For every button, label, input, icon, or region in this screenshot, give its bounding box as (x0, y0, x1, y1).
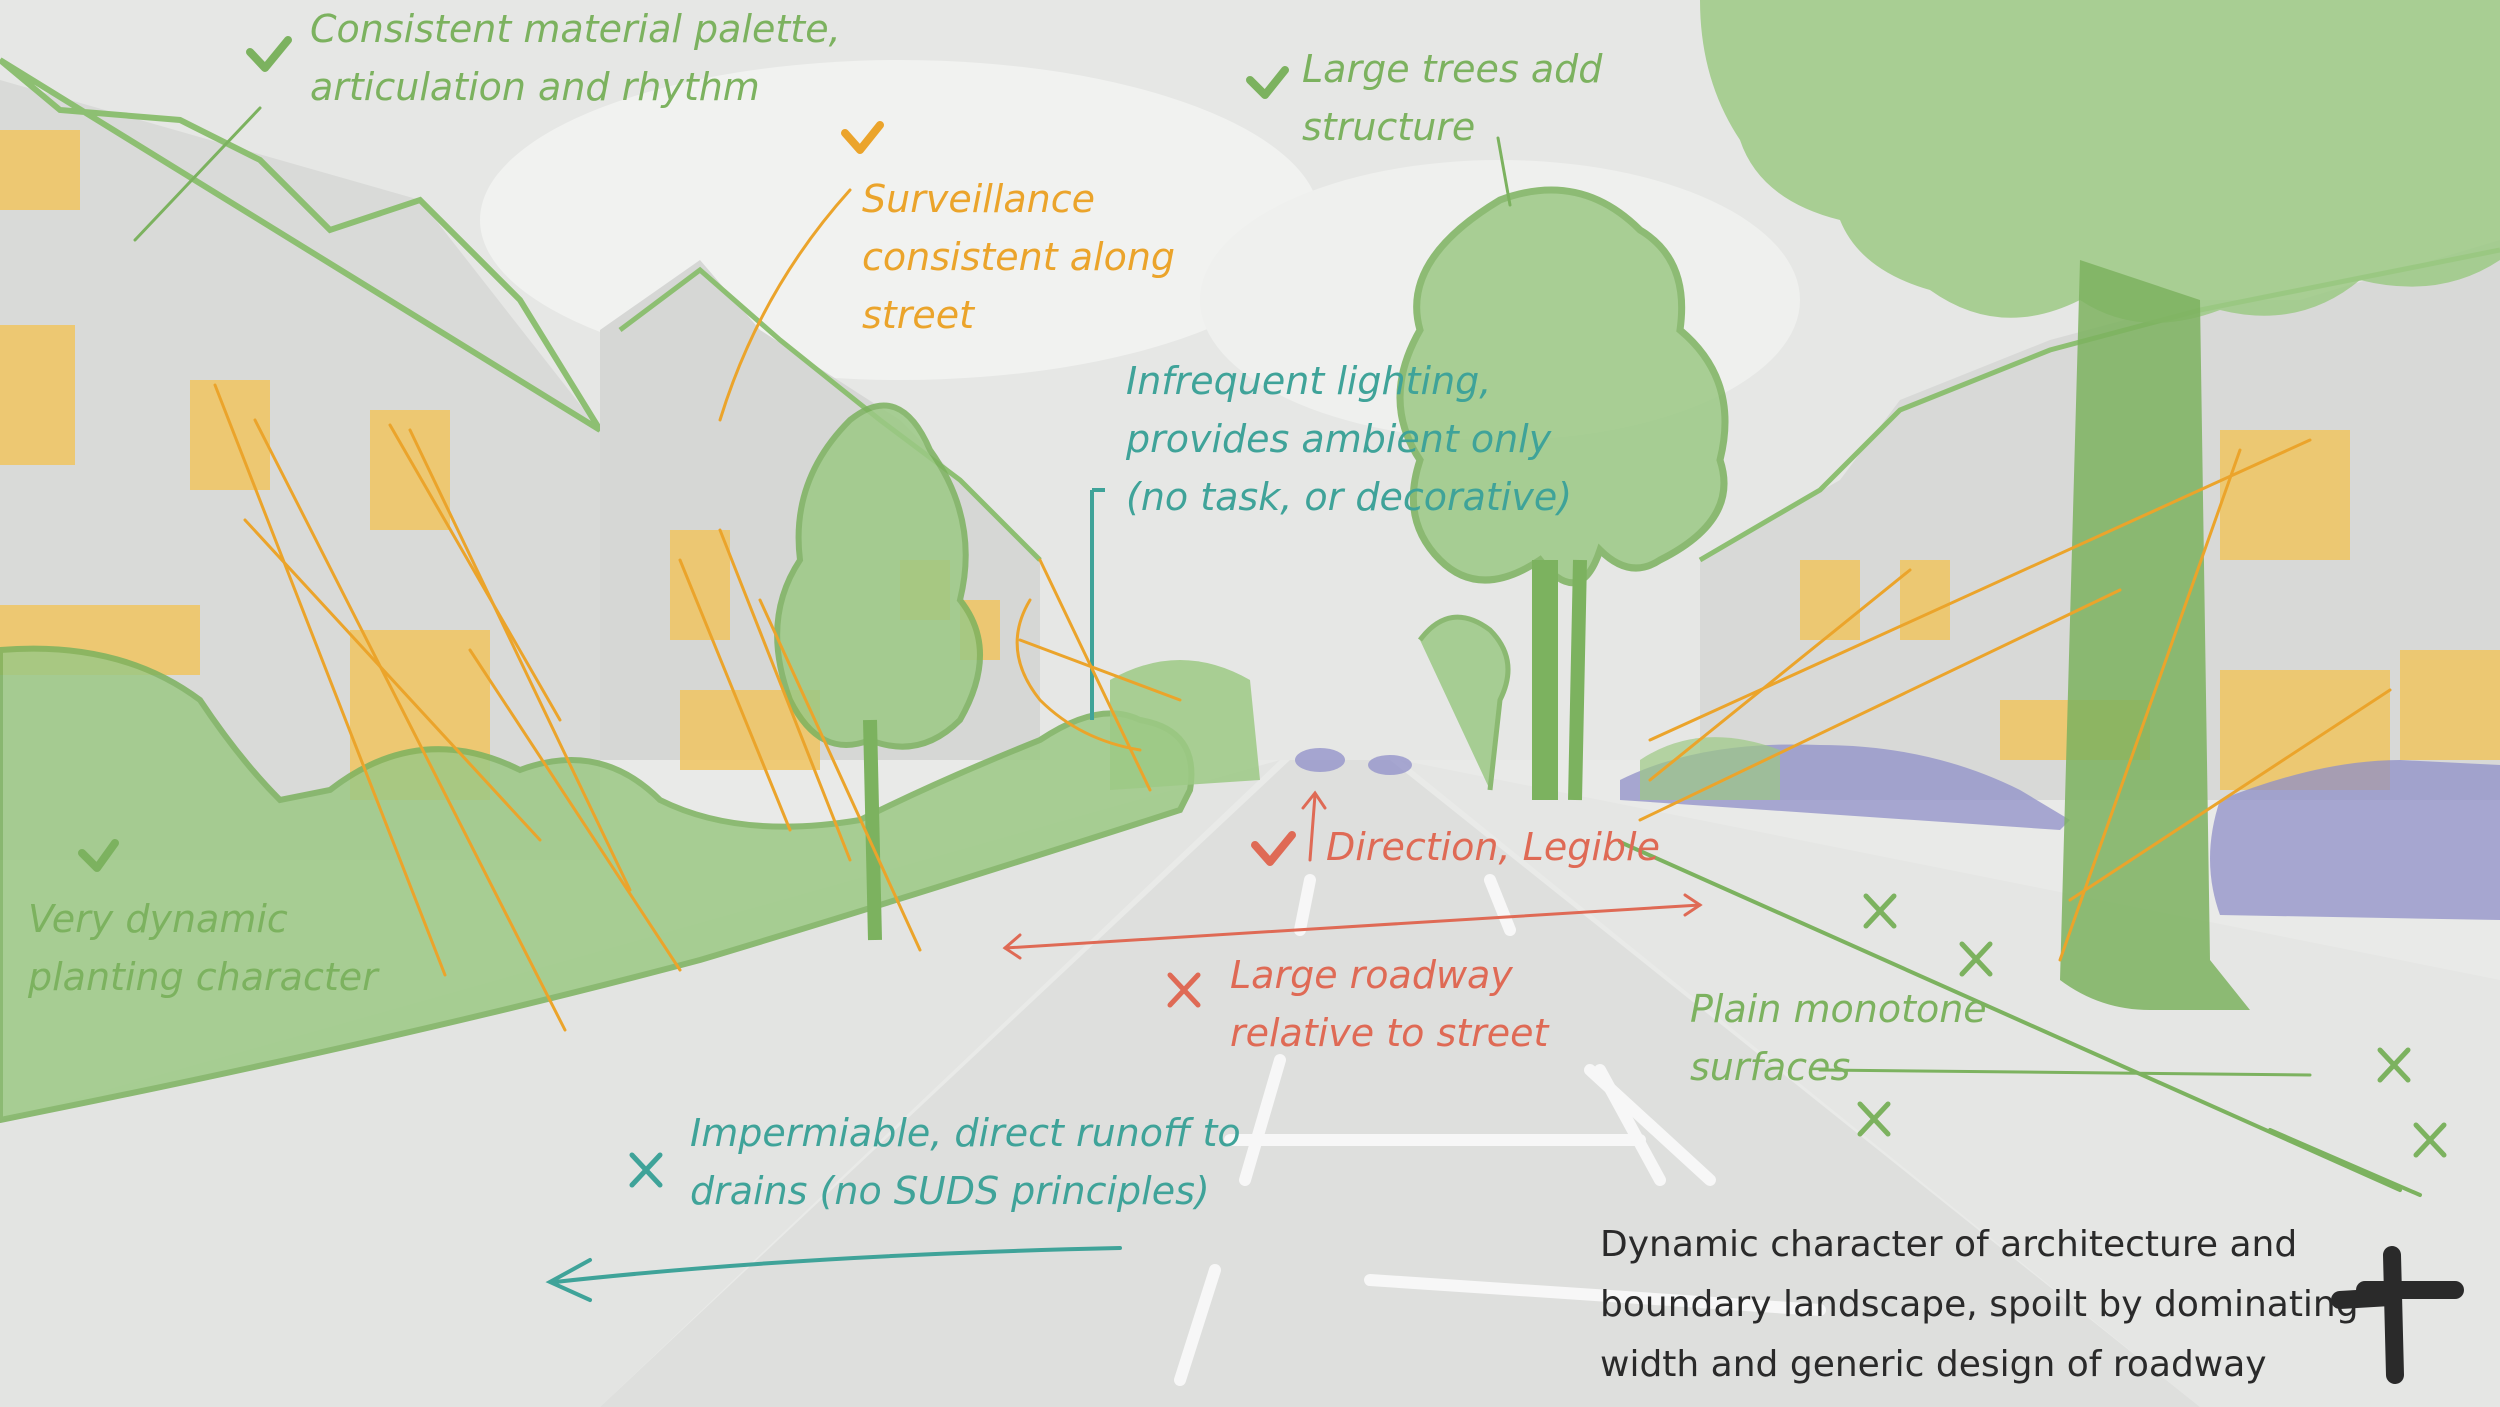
check-icon (1255, 835, 1292, 862)
cross-icon (1962, 944, 1990, 974)
check-icon (1250, 70, 1285, 95)
check-icon (82, 843, 115, 868)
cross-icon (1170, 975, 1198, 1005)
check-icon (845, 125, 880, 150)
cross-icon (1860, 1104, 1888, 1134)
check-icon (250, 40, 288, 68)
cross-icon (2380, 1050, 2408, 1080)
cross-icon (2416, 1125, 2444, 1155)
cross-icon (1866, 896, 1894, 926)
plus-icon (2340, 1255, 2455, 1375)
cross-icon (632, 1155, 660, 1185)
